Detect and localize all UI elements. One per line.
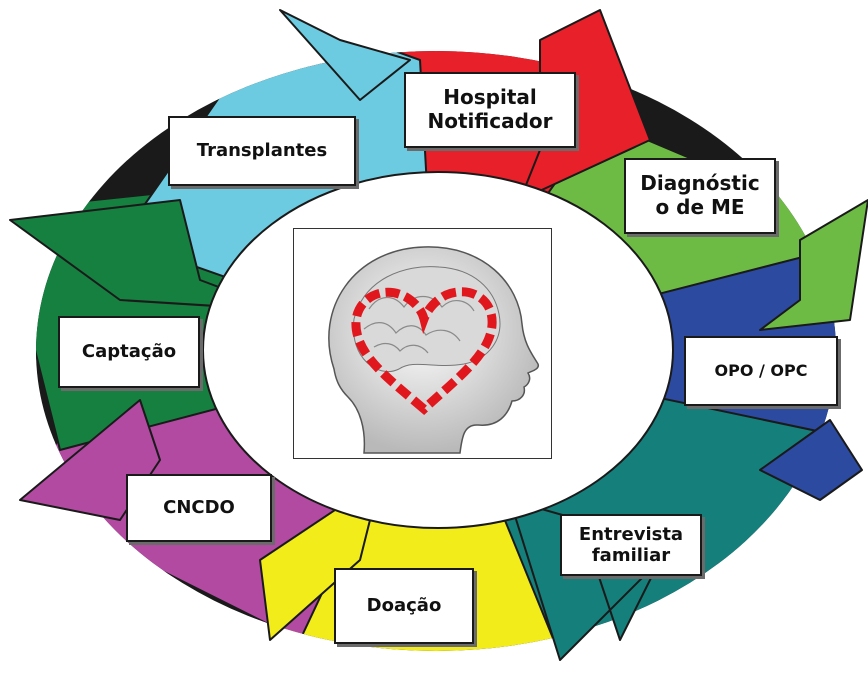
label-line: Notificador (428, 110, 553, 134)
label-line: Doação (367, 595, 442, 616)
brain-heart-head-icon (294, 229, 550, 457)
stage-label-captacao: Captação (58, 316, 200, 388)
label-line: familiar (579, 545, 683, 566)
label-line: o de ME (640, 196, 759, 220)
stage-label-opo: OPO / OPC (684, 336, 838, 406)
label-line: Entrevista (579, 524, 683, 545)
center-image-frame (293, 228, 552, 459)
label-line: OPO / OPC (715, 362, 808, 381)
label-line: CNCDO (163, 497, 235, 518)
label-line: Hospital (428, 86, 553, 110)
label-line: Transplantes (197, 140, 327, 161)
stage-label-doacao: Doação (334, 568, 474, 644)
stage-label-cncdo: CNCDO (126, 474, 272, 542)
label-line: Diagnóstic (640, 172, 759, 196)
label-line: Captação (82, 341, 176, 362)
stage-label-transplantes: Transplantes (168, 116, 356, 186)
